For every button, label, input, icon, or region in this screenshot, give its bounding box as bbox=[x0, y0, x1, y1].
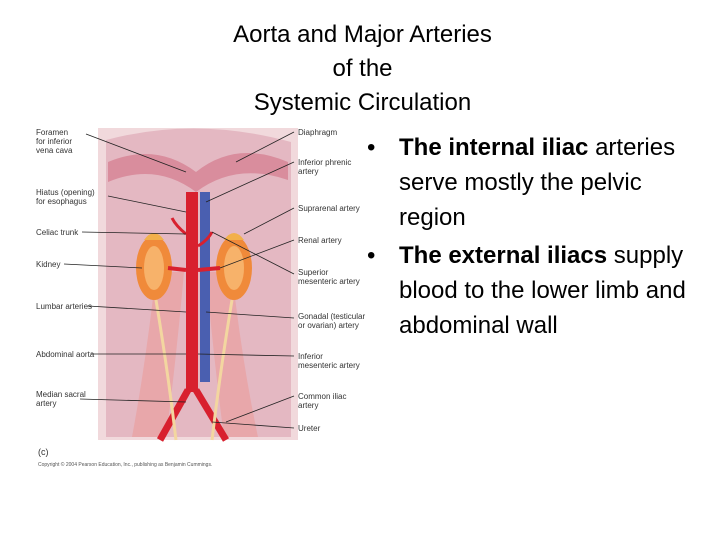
bullet-1-bold: The internal iliac bbox=[399, 134, 589, 161]
label-median-sacral: Median sacral artery bbox=[36, 390, 86, 408]
label-superior-mesenteric: Superior mesenteric artery bbox=[298, 268, 360, 286]
label-kidney: Kidney bbox=[36, 260, 61, 269]
label-abdominal-aorta: Abdominal aorta bbox=[36, 350, 95, 359]
bullet-dot: • bbox=[367, 242, 376, 269]
diaphragm-shape bbox=[108, 153, 288, 192]
bullet-list: • The internal iliac arteries serve most… bbox=[363, 130, 713, 346]
label-gonadal: Gonadal (testicular or ovarian) artery bbox=[298, 312, 366, 330]
aorta bbox=[186, 192, 198, 392]
anatomy-illustration bbox=[63, 128, 298, 442]
label-celiac-trunk: Celiac trunk bbox=[36, 228, 79, 237]
label-esophageal-hiatus: Hiatus (opening) for esophagus bbox=[36, 188, 95, 206]
left-kidney-inner bbox=[144, 246, 164, 290]
bullet-dot: • bbox=[367, 134, 376, 161]
title-line-3: Systemic Circulation bbox=[253, 89, 472, 116]
left-adrenal bbox=[144, 233, 164, 240]
label-ureter: Ureter bbox=[298, 424, 321, 433]
aorta-diagram: Foramen for inferior vena cava Hiatus (o… bbox=[36, 122, 368, 474]
label-common-iliac: Common iliac artery bbox=[298, 392, 347, 410]
label-renal: Renal artery bbox=[298, 236, 342, 245]
label-diaphragm: Diaphragm bbox=[298, 128, 338, 137]
label-foramen-ivc: Foramen for inferior vena cava bbox=[36, 128, 73, 155]
bullet-1-text: arteries serve mostly the pelvic region bbox=[399, 134, 676, 231]
label-suprarenal: Suprarenal artery bbox=[298, 204, 360, 213]
bullet-external-iliac: • The external iliacs supply blood to th… bbox=[363, 238, 713, 343]
slide-title: Aorta and Major Arteries of the Systemic… bbox=[160, 18, 565, 120]
vena-cava bbox=[200, 192, 210, 382]
label-inferior-phrenic: Inferior phrenic artery bbox=[298, 158, 352, 176]
right-common-iliac bbox=[192, 388, 230, 442]
label-inferior-mesenteric: Inferior mesenteric artery bbox=[298, 352, 360, 370]
panel-letter: (c) bbox=[38, 447, 49, 457]
bullet-internal-iliac: • The internal iliac arteries serve most… bbox=[363, 130, 713, 235]
bullet-2-bold: The external iliacs bbox=[399, 242, 608, 269]
label-lumbar-arteries: Lumbar arteries bbox=[36, 302, 93, 311]
bullet-2-text: supply blood to the lower limb and abdom… bbox=[399, 242, 686, 339]
copyright-notice: Copyright © 2004 Pearson Education, Inc.… bbox=[38, 462, 213, 468]
title-line-2: of the bbox=[332, 55, 393, 82]
title-line-1: Aorta and Major Arteries bbox=[233, 21, 492, 48]
right-kidney-inner bbox=[224, 246, 244, 290]
right-adrenal bbox=[224, 233, 244, 240]
